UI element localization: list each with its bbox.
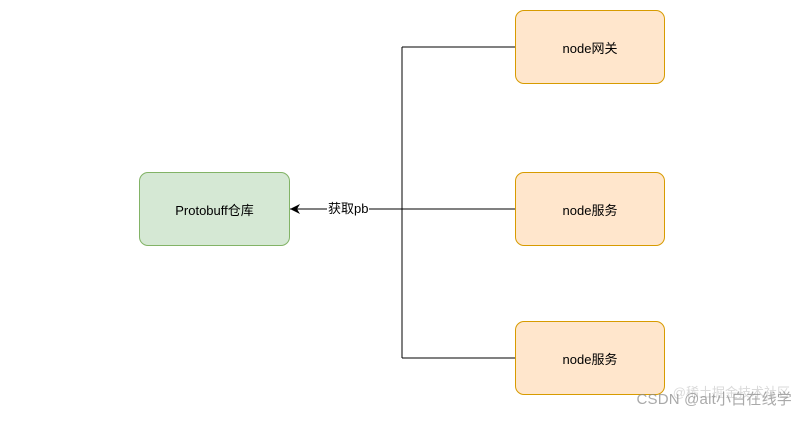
- watermark-text: CSDN @alt小白在线学: [636, 391, 792, 408]
- edge-label-fetch-pb: 获取pb: [327, 201, 370, 217]
- protobuf-repo-node[interactable]: Protobuff仓库: [139, 172, 290, 246]
- node-service-label-2: node服务: [562, 351, 618, 367]
- node-service-label-1: node服务: [562, 202, 618, 218]
- protobuf-repo-label: Protobuff仓库: [175, 202, 254, 218]
- node-gateway-label: node网关: [562, 40, 618, 56]
- node-service-node-2[interactable]: node服务: [515, 321, 665, 395]
- node-service-node-1[interactable]: node服务: [515, 172, 665, 246]
- node-gateway-node[interactable]: node网关: [515, 10, 665, 84]
- watermark-ghost: @稀土掘金技术社区: [672, 385, 790, 400]
- arrowhead-icon: [290, 204, 300, 214]
